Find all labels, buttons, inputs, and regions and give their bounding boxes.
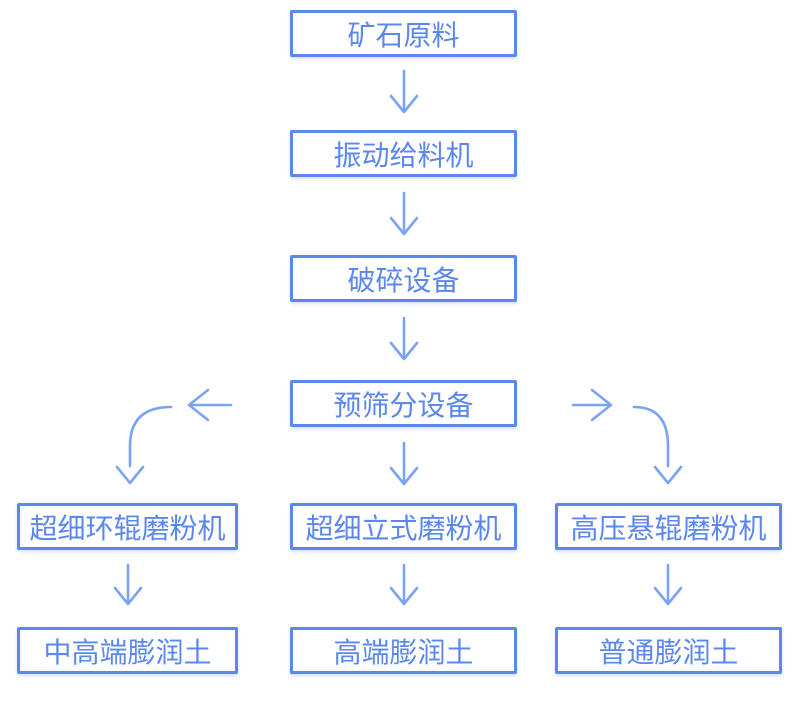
arrow-left-icon [187,388,233,422]
arrow-down-icon [389,316,419,361]
node-vibrating-feeder: 振动给料机 [290,130,517,177]
node-pre-screening-equipment: 预筛分设备 [290,380,517,427]
node-ultrafine-vertical-mill: 超细立式磨粉机 [290,503,517,550]
node-label: 超细立式磨粉机 [305,512,502,544]
node-label: 矿石原料 [347,19,460,51]
node-label: 普通膨润土 [598,636,739,668]
node-label: 振动给料机 [333,139,474,171]
node-label: 预筛分设备 [333,389,474,421]
node-label: 高压悬辊磨粉机 [570,512,767,544]
node-ordinary-bentonite: 普通膨润土 [555,627,782,674]
arrow-down-icon [113,563,143,606]
node-label: 中高端膨润土 [43,636,212,668]
arrow-down-icon [389,441,419,486]
node-label: 高端膨润土 [333,636,474,668]
node-crushing-equipment: 破碎设备 [290,255,517,302]
node-high-pressure-suspension-mill: 高压悬辊磨粉机 [555,503,782,550]
node-ultrafine-ring-roller-mill: 超细环辊磨粉机 [17,503,238,550]
node-high-end-bentonite: 高端膨润土 [290,627,517,674]
arrow-down-icon [389,191,419,236]
node-label: 超细环辊磨粉机 [29,512,226,544]
node-ore: 矿石原料 [290,10,517,57]
curved-arrow-down-icon [632,405,683,485]
node-label: 破碎设备 [347,264,460,296]
node-mid-high-end-bentonite: 中高端膨润土 [17,627,238,674]
curved-arrow-down-icon [115,405,173,485]
arrow-down-icon [389,69,419,114]
arrow-down-icon [389,563,419,606]
arrow-right-icon [571,388,613,422]
arrow-down-icon [653,563,683,606]
